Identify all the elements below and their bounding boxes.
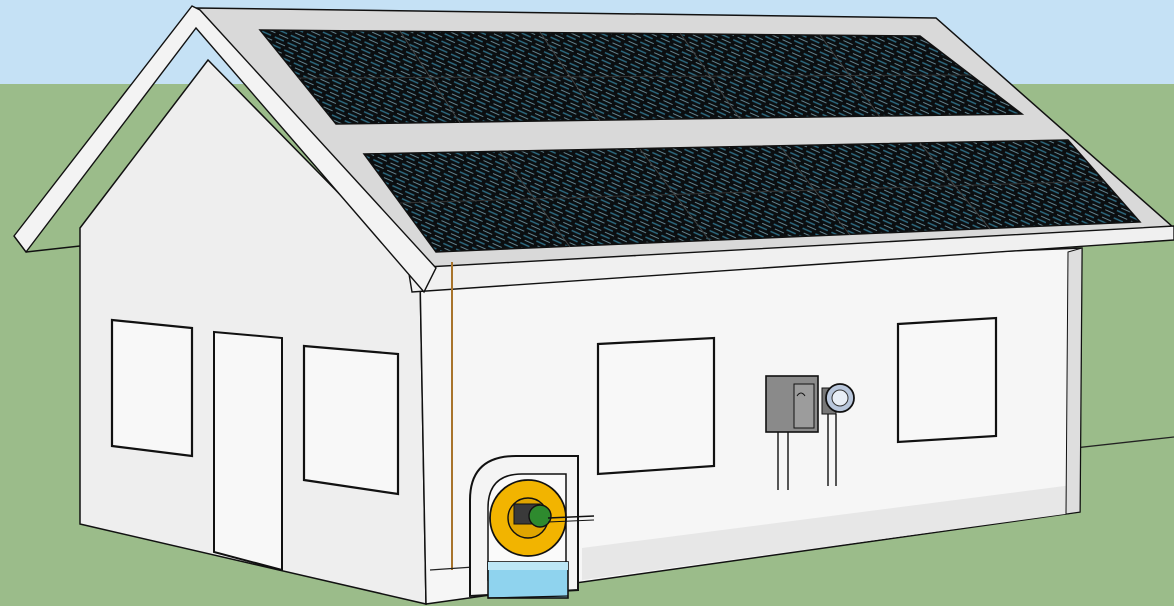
window-front-right <box>898 318 996 442</box>
window-gable-left <box>112 320 192 456</box>
front-wall-right-edge <box>1066 248 1082 514</box>
solar-panel-array-upper <box>260 30 1022 124</box>
window-front-left <box>598 338 714 474</box>
water-tank <box>488 562 568 598</box>
window-gable-right <box>304 346 398 494</box>
generator-motor <box>529 505 551 527</box>
door <box>214 332 282 570</box>
